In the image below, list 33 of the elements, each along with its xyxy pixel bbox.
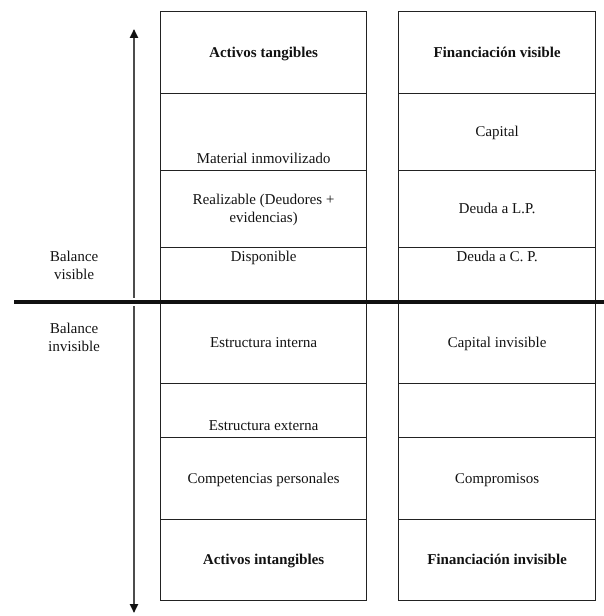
cell-text: Capital xyxy=(475,123,519,141)
table-cell xyxy=(160,302,367,384)
cell-text: Estructura externa xyxy=(208,417,318,436)
table-cell xyxy=(160,437,367,520)
cell-text: Capital invisible xyxy=(448,334,546,352)
table-cell xyxy=(160,247,367,303)
table-cell xyxy=(160,383,367,438)
table-cell xyxy=(398,302,596,384)
column-heading: Activos tangibles xyxy=(209,44,318,62)
cell-text: Material inmovilizado xyxy=(196,150,330,169)
table-cell xyxy=(398,247,596,303)
cell-text: Realizable (Deudores + evidencias) xyxy=(192,191,336,227)
column-heading: Activos intangibles xyxy=(202,551,324,569)
cell-text: Deuda a C. P. xyxy=(456,248,538,266)
table-cell xyxy=(398,519,596,601)
table-cell xyxy=(160,519,367,601)
table-cell xyxy=(160,170,367,248)
table-cell xyxy=(398,170,596,248)
side-label: Balance visible xyxy=(48,248,100,284)
cell-text: Disponible xyxy=(230,248,296,266)
table-cell xyxy=(398,11,596,94)
cell-text: Estructura interna xyxy=(210,334,318,352)
column-heading: Financiación visible xyxy=(433,44,561,62)
cell-text: Compromisos xyxy=(454,470,540,488)
column-heading: Financiación invisible xyxy=(427,551,567,569)
table-cell xyxy=(398,437,596,520)
empty-cell xyxy=(398,383,596,438)
cell-text: Deuda a L.P. xyxy=(458,200,536,218)
cell-text: Competencias personales xyxy=(187,470,340,488)
table-cell xyxy=(160,11,367,94)
side-label: Balance invisible xyxy=(47,320,101,356)
table-cell xyxy=(160,93,367,171)
table-cell xyxy=(398,93,596,171)
